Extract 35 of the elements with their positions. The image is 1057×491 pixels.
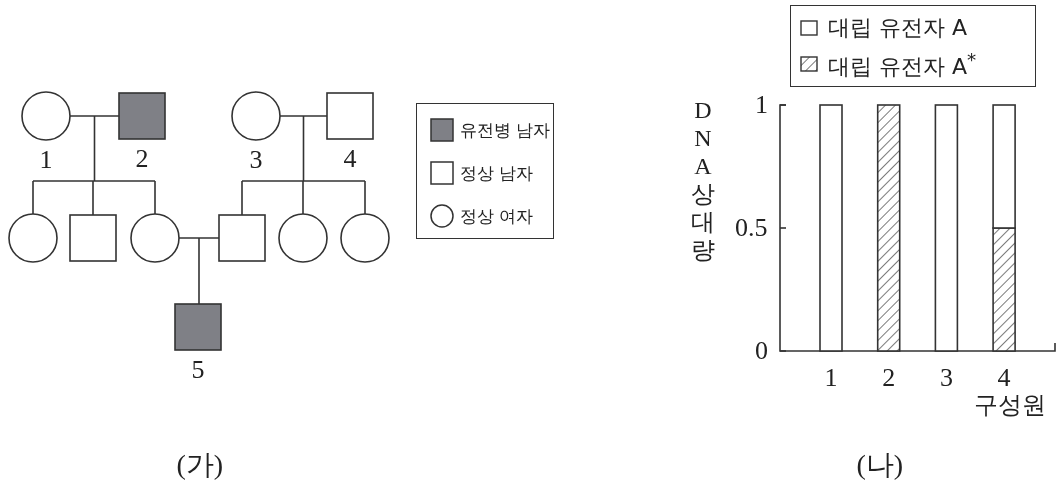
member-number: 5 bbox=[191, 357, 205, 383]
descent-line bbox=[32, 115, 156, 216]
tick-label: 0.5 bbox=[735, 215, 768, 241]
tick-label: 3 bbox=[939, 365, 953, 391]
legend-label: 유전병 남자 bbox=[460, 121, 551, 139]
legend-label: 정상 남자 bbox=[460, 164, 534, 182]
square-symbol bbox=[69, 214, 117, 262]
axis-title: 구성원 bbox=[974, 393, 1046, 417]
square-symbol bbox=[118, 92, 166, 140]
tick-label: 2 bbox=[882, 365, 896, 391]
tick-label: 1 bbox=[824, 365, 838, 391]
tick-label: 0 bbox=[755, 338, 768, 364]
member-number: 2 bbox=[135, 146, 149, 172]
descent-line bbox=[241, 115, 366, 216]
circle-symbol bbox=[231, 91, 281, 141]
descent-line bbox=[198, 237, 200, 305]
legend-label: 정상 여자 bbox=[460, 207, 534, 225]
member-number: 3 bbox=[249, 147, 263, 173]
member-number: 4 bbox=[343, 146, 357, 172]
panel-caption: (나) bbox=[856, 451, 904, 479]
tick-label: 1 bbox=[755, 92, 768, 118]
axis-title: DNA 상대량 bbox=[690, 96, 716, 264]
circle-symbol bbox=[8, 213, 58, 263]
circle-symbol bbox=[21, 91, 71, 141]
panel-caption: (가) bbox=[176, 451, 224, 479]
square-symbol bbox=[218, 214, 266, 262]
square-symbol bbox=[326, 92, 374, 140]
circle-symbol bbox=[278, 213, 328, 263]
circle-symbol bbox=[340, 213, 390, 263]
member-number: 1 bbox=[39, 147, 53, 173]
legend-label: 대립 유전자 A$^{*}$ bbox=[828, 50, 977, 78]
tick-label: 4 bbox=[997, 365, 1011, 391]
circle-symbol bbox=[130, 213, 180, 263]
legend-label: 대립 유전자 A bbox=[828, 17, 968, 39]
square-symbol bbox=[174, 303, 222, 351]
